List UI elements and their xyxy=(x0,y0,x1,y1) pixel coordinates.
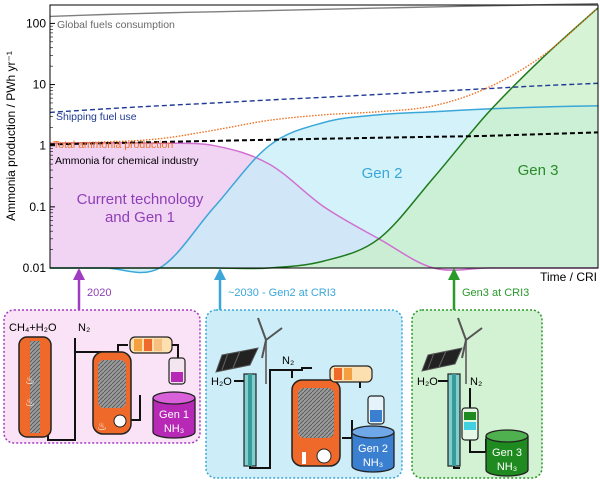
milestone-2020-label: 2020 xyxy=(87,287,111,299)
flame-icon: ♨ xyxy=(97,421,107,433)
milestone-2030: ~2030 - Gen2 at CRI3 xyxy=(214,268,336,310)
line-label-total-ammonia: Total ammonia production xyxy=(53,139,173,151)
x-axis-label: Time / CRI xyxy=(540,270,597,284)
milestone-2030-label: ~2030 - Gen2 at CRI3 xyxy=(228,287,336,299)
y-axis-label: Ammonia production / PWh yr⁻¹ xyxy=(4,51,18,221)
gen1-n2-label: N₂ xyxy=(78,322,90,334)
gen1-converter: ♨ xyxy=(92,351,132,435)
gen3-tank-label: Gen 3 xyxy=(492,447,522,459)
gen2-n2-label: N₂ xyxy=(282,355,294,367)
solar-panel-icon xyxy=(215,347,259,373)
gen2-converter xyxy=(291,379,341,467)
y-tick-label: 1 xyxy=(39,139,46,153)
gen3-h2o-label: H₂O xyxy=(417,376,438,388)
wind-turbine-icon xyxy=(257,317,283,384)
y-ticks: 100 10 1 0.1 0.01 xyxy=(23,16,55,275)
milestone-2020: 2020 xyxy=(73,268,111,310)
line-label-chemical: Ammonia for chemical industry xyxy=(55,155,199,167)
gen2-separator xyxy=(329,365,373,383)
y-tick-label: 0.01 xyxy=(23,261,47,275)
plot-frame xyxy=(49,4,599,269)
gen1-separator xyxy=(129,336,173,354)
area-label-gen3: Gen 3 xyxy=(518,162,559,179)
gen3-tank: Gen 3 NH₃ xyxy=(485,429,529,477)
gen1-reformer: ♨ ♨ xyxy=(18,336,52,438)
milestone-gen3: Gen3 at CRI3 xyxy=(448,268,529,310)
gen2-h2o-label: H₂O xyxy=(211,376,232,388)
area-2-fill xyxy=(50,7,598,269)
panel-gen2: H₂O N₂ Gen 2 NH₃ xyxy=(205,309,403,479)
area-label-current-1: Current technology xyxy=(77,191,204,208)
y-tick-label: 0.1 xyxy=(29,200,46,214)
gen1-tank-label: Gen 1 xyxy=(159,409,189,421)
gen1-tank-product: NH₃ xyxy=(164,423,184,435)
gen1-feed-label: CH₄+H₂O xyxy=(9,322,57,334)
area-0-fill xyxy=(50,142,598,271)
gen2-tank-label: Gen 2 xyxy=(358,443,388,455)
line-label-shipping: Shipping fuel use xyxy=(56,111,137,123)
panel-gen3: H₂O N₂ Gen 3 NH₃ xyxy=(411,309,543,479)
thermometer-icon xyxy=(302,452,306,464)
areas-layer xyxy=(49,7,599,274)
gen3-reactor xyxy=(461,407,479,441)
series-line-3 xyxy=(49,131,599,146)
milestone-gen3-label: Gen3 at CRI3 xyxy=(462,287,529,299)
gen2-electrolyser xyxy=(243,373,257,467)
area-label-gen2: Gen 2 xyxy=(362,165,403,182)
flame-icon: ♨ xyxy=(25,397,35,409)
wind-turbine-icon xyxy=(457,317,483,384)
gen3-electrolyser xyxy=(447,373,461,467)
series-line-1 xyxy=(49,82,599,114)
gen3-n2-label: N₂ xyxy=(470,376,482,388)
y-tick-label: 10 xyxy=(33,78,47,92)
solar-panel-icon xyxy=(421,347,463,372)
gen3-tank-product: NH₃ xyxy=(497,461,517,473)
area-label-current-2: and Gen 1 xyxy=(105,209,175,226)
gauge-icon xyxy=(316,448,332,464)
y-tick-label: 100 xyxy=(26,16,46,30)
panel-gen1: CH₄+H₂O N₂ ♨ ♨ ♨ xyxy=(3,309,201,444)
area-1-line xyxy=(50,105,599,274)
gen1-tank: Gen 1 NH₃ xyxy=(152,391,196,439)
gen2-tank-product: NH₃ xyxy=(363,457,383,469)
line-label-global-fuels: Global fuels consumption xyxy=(57,19,175,31)
gen2-tank: Gen 2 NH₃ xyxy=(351,425,395,473)
series-line-2 xyxy=(49,7,599,144)
flame-icon: ♨ xyxy=(25,375,35,387)
gauge-icon xyxy=(113,414,127,428)
